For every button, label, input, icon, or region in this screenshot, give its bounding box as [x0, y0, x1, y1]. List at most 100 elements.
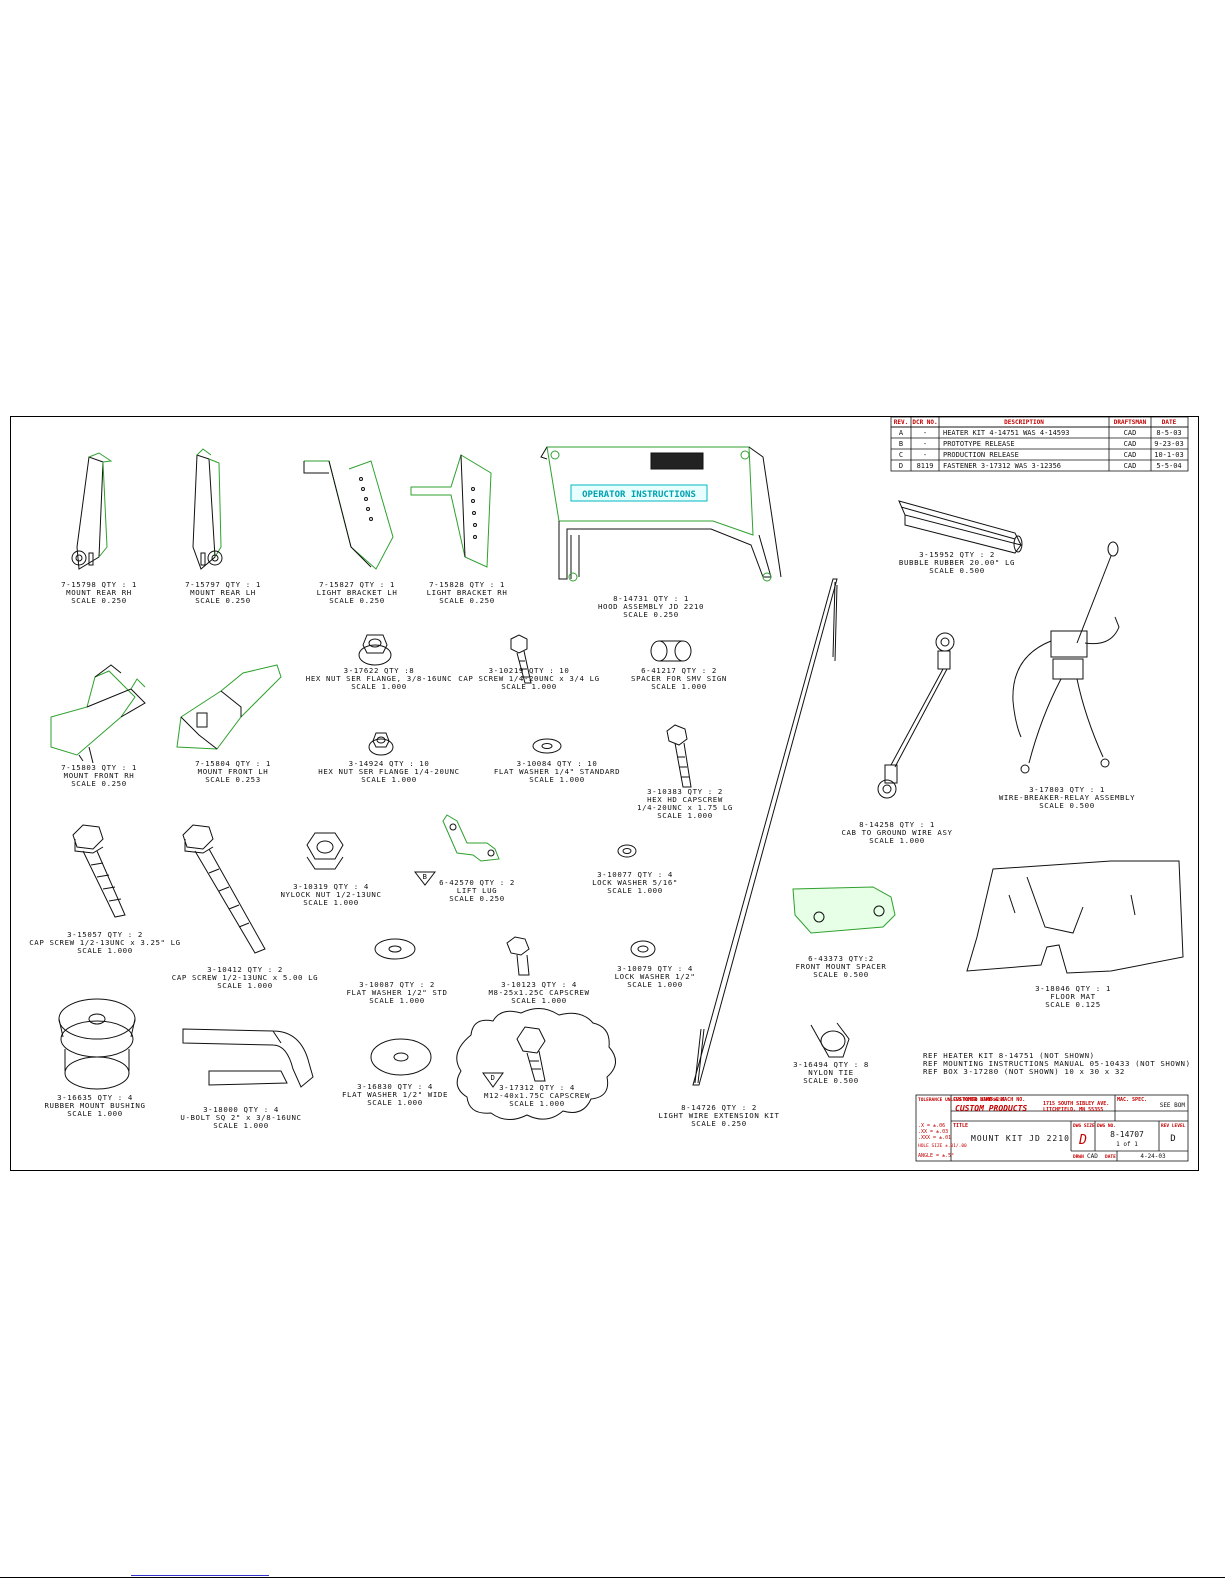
part-label-line: 8-14726 QTY : 2 — [681, 1103, 757, 1112]
part-label-line: SCALE 1.000 — [657, 811, 713, 820]
customer-label: CUSTOMER NAME & MACH NO. — [953, 1097, 1025, 1103]
hood-assembly-drawing — [540, 446, 782, 582]
part-label-line: RUBBER MOUNT BUSHING — [45, 1101, 146, 1110]
revision-cell: PROTOTYPE RELEASE — [943, 440, 1015, 448]
part-label-line: 3-18046 QTY : 1 — [1035, 984, 1111, 993]
cab-ground-wire-drawing — [877, 632, 955, 799]
part-label-line: M8-25x1.25C CAPSCREW — [489, 988, 590, 997]
part-label-line: 7-15797 QTY : 1 — [185, 580, 261, 589]
rev-header-rev: REV. — [894, 419, 908, 426]
part-label-line: SCALE 1.000 — [361, 775, 417, 784]
part-label-line: SCALE 0.500 — [1039, 801, 1095, 810]
drawing-date: 4-24-03 — [1140, 1153, 1166, 1160]
part-label-line: LIFT LUG — [457, 886, 497, 895]
part-label-line: WIRE-BREAKER-RELAY ASSEMBLY — [999, 793, 1135, 802]
part-label-line: 3-10123 QTY : 4 — [501, 980, 577, 989]
part-label-line: 7-15803 QTY : 1 — [61, 763, 137, 772]
part-label-line: 3-14924 QTY : 10 — [349, 759, 430, 768]
wire-breaker-relay-drawing — [1012, 541, 1120, 774]
part-label-line: FLAT WASHER 1/2" WIDE — [342, 1090, 448, 1099]
part-label-line: SCALE 1.000 — [213, 1121, 269, 1130]
part-label-line: SCALE 0.500 — [813, 970, 869, 979]
part-label-line: 3-16494 QTY : 8 — [793, 1060, 869, 1069]
revision-cloud — [456, 1008, 616, 1120]
drawing-title: MOUNT KIT JD 2210 — [971, 1134, 1070, 1143]
part-label-line: SCALE 1.000 — [217, 981, 273, 990]
note-line: REF HEATER KIT 8-14751 (NOT SHOWN) — [923, 1051, 1095, 1060]
mount-front-lh-drawing — [176, 664, 282, 750]
part-label-line: CAP SCREW 1/2-13UNC x 5.00 LG — [172, 973, 318, 982]
part-label-line: CAP SCREW 1/2-13UNC x 3.25" LG — [29, 938, 181, 947]
mac-spec-label: MAC. SPEC. — [1117, 1097, 1147, 1103]
company-name: CUSTOM PRODUCTS — [955, 1104, 1027, 1113]
part-label-line: FLAT WASHER 1/2" STD — [347, 988, 448, 997]
part-label-line: 8-14731 QTY : 1 — [613, 594, 689, 603]
page-bottom-link[interactable] — [131, 1575, 269, 1576]
mount-rear-lh-drawing — [192, 448, 223, 570]
page-bottom-rule — [0, 1577, 1225, 1578]
drawn-label: DRWN — [1073, 1154, 1084, 1160]
tolerance-line: .XX = ±.03 — [918, 1129, 948, 1135]
part-label-line: MOUNT REAR LH — [190, 588, 256, 597]
part-label-line: 3-10219 QTY : 10 — [489, 666, 570, 675]
drawing-canvas: B D OPERATOR INSTRUCTIONS 7-15798 QTY : … — [29, 417, 1190, 1162]
part-label-line: SCALE 0.250 — [439, 596, 495, 605]
part-label-line: 3-10087 QTY : 2 — [359, 980, 435, 989]
title-block: TOLERANCE UNLESS NOTED OTHERWISE .X = ±.… — [915, 1094, 1189, 1162]
part-label-line: 3-10412 QTY : 2 — [207, 965, 283, 974]
revision-table: REV. DCR NO. DESCRIPTION DRAFTSMAN DATE … — [890, 417, 1189, 472]
part-label-line: LOCK WASHER 1/2" — [615, 972, 696, 981]
part-label-line: SCALE 1.000 — [303, 898, 359, 907]
tolerance-label: TOLERANCE UNLESS NOTED OTHERWISE — [918, 1097, 1005, 1103]
lift-lug-drawing — [442, 814, 500, 862]
dwg-size: D — [1078, 1133, 1087, 1148]
see-bom: SEE BOM — [1160, 1102, 1186, 1109]
flat-washer-wide-drawing — [370, 1038, 432, 1076]
part-label-line: 3-18000 QTY : 4 — [203, 1105, 279, 1114]
part-label-line: 7-15828 QTY : 1 — [429, 580, 505, 589]
hex-nut-flange-38-drawing — [358, 634, 392, 666]
rev-header-dcr: DCR NO. — [912, 419, 937, 426]
part-label-line: 3-10077 QTY : 4 — [597, 870, 673, 879]
part-label-line: SCALE 0.250 — [329, 596, 385, 605]
rubber-mount-bushing-drawing — [58, 998, 136, 1090]
drawn-by: CAD — [1087, 1153, 1098, 1160]
part-label-line: MOUNT FRONT LH — [198, 767, 269, 776]
part-label-line: 3-10319 QTY : 4 — [293, 882, 369, 891]
cap-screw-12-500-drawing — [182, 824, 266, 954]
part-label-line: 3-10084 QTY : 10 — [517, 759, 598, 768]
part-label-line: 3-10383 QTY : 2 — [647, 787, 723, 796]
tolerance-line: .XXX = ±.01 — [918, 1135, 951, 1141]
revision-cell: HEATER KIT 4-14751 WAS 4-14593 — [943, 429, 1069, 437]
part-label-line: SCALE 0.500 — [929, 566, 985, 575]
reference-notes: REF HEATER KIT 8-14751 (NOT SHOWN) REF M… — [923, 1051, 1190, 1076]
part-label-line: HEX NUT SER FLANGE 1/4-20UNC — [318, 767, 459, 776]
part-label-line: MOUNT FRONT RH — [64, 771, 135, 780]
revision-cell: 9-23-03 — [1154, 440, 1184, 448]
part-label-line: 3-15952 QTY : 2 — [919, 550, 995, 559]
part-label-line: SCALE 1.000 — [511, 996, 567, 1005]
part-label-line: SCALE 0.250 — [71, 779, 127, 788]
part-label-line: SPACER FOR SMV SIGN — [631, 674, 727, 683]
part-label-line: LOCK WASHER 5/16" — [592, 878, 678, 887]
part-label-line: 8-14258 QTY : 1 — [859, 820, 935, 829]
cap-screw-12-325-drawing — [72, 824, 126, 918]
revision-cell: A — [899, 429, 904, 437]
part-label-line: MOUNT REAR RH — [66, 588, 132, 597]
part-label-line: 3-10079 QTY : 4 — [617, 964, 693, 973]
part-label-line: SCALE 0.250 — [623, 610, 679, 619]
part-label-line: 1/4-20UNC x 1.75 LG — [637, 803, 733, 812]
part-label-line: 6-41217 QTY : 2 — [641, 666, 717, 675]
part-label-line: 3-15057 QTY : 2 — [67, 930, 143, 939]
part-label-line: 6-43373 QTY:2 — [808, 954, 874, 963]
part-label-line: SCALE 0.125 — [1045, 1000, 1101, 1009]
part-label-line: CAB TO GROUND WIRE ASY — [841, 828, 952, 837]
revision-cell: - — [923, 451, 927, 459]
hood-decal-text: OPERATOR INSTRUCTIONS — [582, 490, 696, 500]
sheet-count: 1 of 1 — [1116, 1141, 1138, 1148]
part-label-line: SCALE 1.000 — [651, 682, 707, 691]
floor-mat-drawing — [966, 860, 1184, 974]
dwg-size-label: DWG SIZE — [1073, 1123, 1095, 1129]
part-label-line: FLOOR MAT — [1050, 992, 1095, 1001]
light-bracket-rh-drawing — [410, 454, 492, 568]
